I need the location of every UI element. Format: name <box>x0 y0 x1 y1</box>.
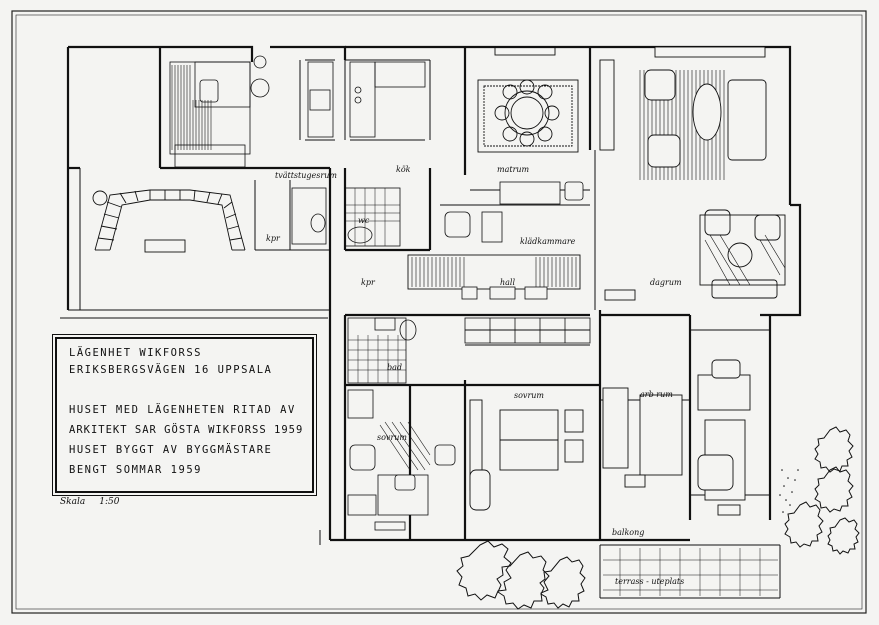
room-label-kpr-2: kpr <box>361 278 375 287</box>
title-line-5: HUSET BYGGT AV BYGGMÄSTARE <box>69 444 273 456</box>
room-label-arbetsrum: arb rum <box>640 390 673 399</box>
room-label-hall: hall <box>500 278 516 287</box>
hall-carpet <box>407 254 581 290</box>
dagrum-rug-hatch <box>704 234 786 286</box>
gravel-dots <box>779 469 799 513</box>
stairwell <box>88 185 248 255</box>
room-label-balkong: balkong <box>612 528 645 537</box>
title-line-4: ARKITEKT SAR GÖSTA WIKFORSS 1959 <box>69 424 304 436</box>
scale-note: Skala 1:50 <box>60 497 133 507</box>
wardrobe-row <box>464 317 591 344</box>
title-line-1: LÄGENHET WIKFORSS <box>69 347 202 359</box>
dining-area <box>477 46 579 153</box>
terrace-shrubs <box>456 426 860 610</box>
sovrum-center-furniture <box>469 399 584 511</box>
title-line-6: BENGT SOMMAR 1959 <box>69 464 202 476</box>
tile-grids <box>345 188 406 383</box>
scale-value: 1:50 <box>99 497 120 507</box>
title-block: LÄGENHET WIKFORSS ERIKSBERGSVÄGEN 16 UPP… <box>55 337 314 493</box>
room-label-dagrum: dagrum <box>650 278 682 287</box>
dagrum-furniture <box>604 209 786 301</box>
room-label-wc: wc <box>358 216 370 225</box>
title-line-2: ERIKSBERGSVÄGEN 16 UPPSALA <box>69 364 273 376</box>
room-label-bad: bad <box>387 363 403 372</box>
room-label-matrum: matrum <box>497 165 530 174</box>
room-label-sovrum-1: sovrum <box>377 433 408 442</box>
room-label-kpr-1: kpr <box>266 234 280 243</box>
hall-furniture <box>444 181 584 300</box>
room-label-sovrum-2: sovrum <box>514 391 545 400</box>
sovrum-left-furniture <box>347 389 456 531</box>
rug-hatch-left <box>171 65 212 150</box>
scale-label: Skala <box>60 497 86 507</box>
kitchen-fixtures <box>307 61 426 138</box>
room-label-kok: kök <box>396 165 411 174</box>
title-line-3: HUSET MED LÄGENHETEN RITAD AV <box>69 404 296 416</box>
interior-lines <box>60 59 781 599</box>
sovrum-left-rug <box>379 421 431 471</box>
room-label-terrass: terrass - uteplats <box>615 577 685 586</box>
terrace-paving <box>603 548 778 596</box>
living-room-furniture <box>599 46 767 168</box>
room-label-tvattstuga: tvättstugesrum <box>275 171 337 180</box>
bedroom-top-left-furniture <box>169 55 270 168</box>
study-furniture <box>602 359 751 516</box>
room-label-klad: klädkammare <box>520 237 576 246</box>
wc-bath-fixtures <box>291 187 417 384</box>
sheet-border <box>11 10 867 614</box>
